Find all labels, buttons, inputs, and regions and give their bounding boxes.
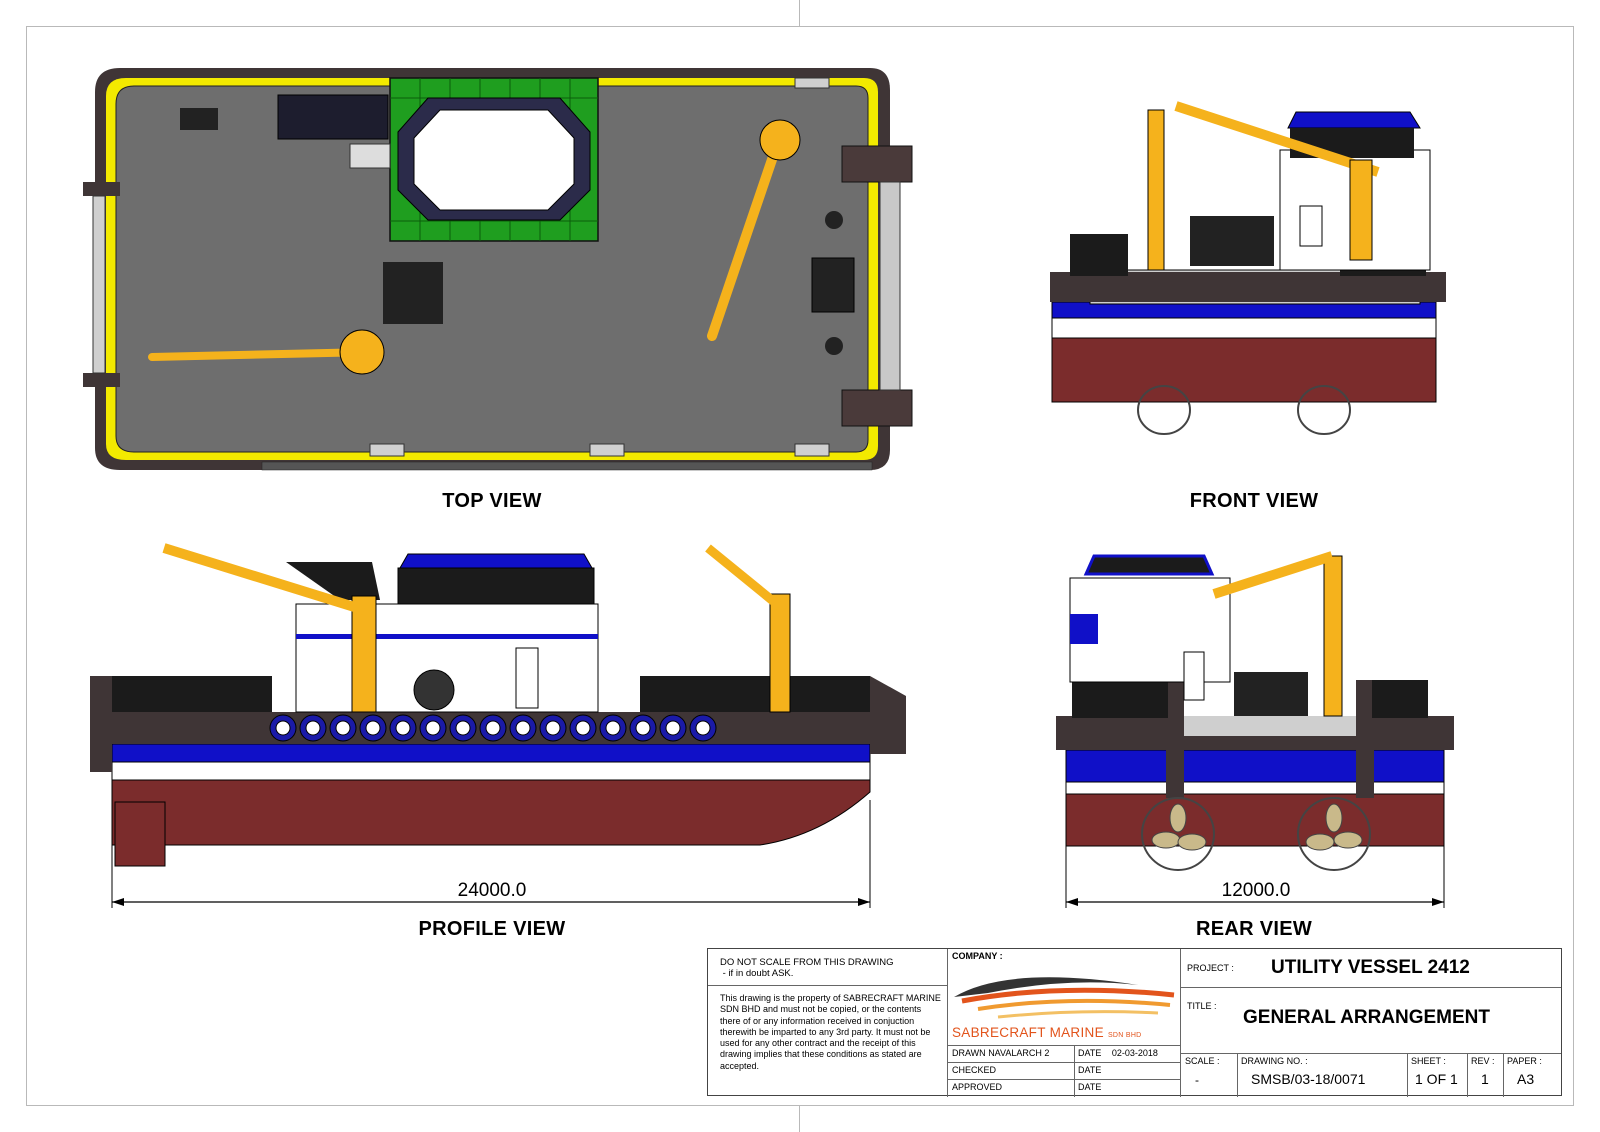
company-divider-2 xyxy=(948,1062,1181,1063)
project-label: PROJECT : xyxy=(1187,963,1234,973)
profile-view xyxy=(90,543,906,908)
drawing-no-label: DRAWING NO. : xyxy=(1241,1056,1308,1066)
drawn-date-label: DATE xyxy=(1078,1048,1102,1058)
meta-divider-v1 xyxy=(1237,1053,1238,1097)
length-dimension: 24000.0 xyxy=(457,880,527,901)
notice-sub: - if in doubt ASK. xyxy=(720,968,794,979)
top-view xyxy=(83,68,913,471)
rev-value: 1 xyxy=(1481,1071,1489,1087)
paper-value: A3 xyxy=(1517,1071,1535,1087)
approved-label: APPROVED xyxy=(952,1082,1003,1092)
sheet-value: 1 OF 1 xyxy=(1415,1071,1458,1087)
project-cell: PROJECT : UTILITY VESSEL 2412 TITLE : GE… xyxy=(1181,949,1561,1097)
drawing-border xyxy=(26,26,1574,1106)
notice-cell: DO NOT SCALE FROM THIS DRAWING - if in d… xyxy=(708,949,948,1097)
meta-divider-v4 xyxy=(1503,1053,1504,1097)
title-value: GENERAL ARRANGEMENT xyxy=(1243,1007,1491,1028)
company-name-line: SABRECRAFT MARINE SDN BHD xyxy=(952,1025,1142,1040)
project-value: UTILITY VESSEL 2412 xyxy=(1271,957,1470,978)
profile-view-label: PROFILE VIEW xyxy=(418,918,566,940)
scale-label: SCALE : xyxy=(1185,1056,1220,1066)
notice-heading: DO NOT SCALE FROM THIS DRAWING xyxy=(720,957,894,968)
meta-divider-v2 xyxy=(1407,1053,1408,1097)
rear-view-label: REAR VIEW xyxy=(1195,918,1313,940)
meta-divider-v3 xyxy=(1467,1053,1468,1097)
drawn-date-value: 02-03-2018 xyxy=(1111,1048,1158,1058)
paper-label: PAPER : xyxy=(1507,1056,1542,1066)
top-view-label: TOP VIEW xyxy=(442,490,542,512)
rear-view xyxy=(1056,551,1454,908)
front-view-label: FRONT VIEW xyxy=(1189,490,1319,512)
project-divider xyxy=(1181,987,1561,988)
front-view xyxy=(1050,101,1446,435)
sheet-label: SHEET : xyxy=(1411,1056,1446,1066)
approved-date-label: DATE xyxy=(1078,1082,1102,1092)
notice-body: This drawing is the property of SABRECRA… xyxy=(720,993,941,1071)
drawn-row: DRAWN NAVALARCH 2 xyxy=(952,1048,1049,1058)
drawn-date-row: DATE 02-03-2018 xyxy=(1078,1048,1158,1058)
fold-mark-bottom xyxy=(799,1106,800,1132)
drawn-value: NAVALARCH 2 xyxy=(988,1048,1050,1058)
rev-label: REV : xyxy=(1471,1056,1495,1066)
company-label: COMPANY : xyxy=(952,951,1003,961)
company-cell: COMPANY : SABRECRAFT MARINE SDN BHD DRAW… xyxy=(948,949,1181,1097)
checked-label: CHECKED xyxy=(952,1065,997,1075)
company-divider-v xyxy=(1074,1045,1075,1097)
company-logo xyxy=(954,977,1175,1019)
company-suffix: SDN BHD xyxy=(1107,1032,1142,1039)
beam-dimension: 12000.0 xyxy=(1221,880,1291,901)
title-block: DO NOT SCALE FROM THIS DRAWING - if in d… xyxy=(707,948,1562,1097)
notice-divider xyxy=(708,985,948,986)
company-divider-3 xyxy=(948,1079,1181,1080)
company-name: SABRECRAFT MARINE xyxy=(952,1025,1104,1040)
checked-date-label: DATE xyxy=(1078,1065,1102,1075)
drawn-label: DRAWN xyxy=(952,1048,986,1058)
fold-mark-top xyxy=(799,0,800,26)
drawing-no-value: SMSB/03-18/0071 xyxy=(1251,1071,1366,1087)
title-label: TITLE : xyxy=(1187,1001,1217,1011)
company-divider-1 xyxy=(948,1045,1181,1046)
scale-value: - xyxy=(1195,1073,1199,1087)
meta-divider xyxy=(1181,1053,1561,1054)
